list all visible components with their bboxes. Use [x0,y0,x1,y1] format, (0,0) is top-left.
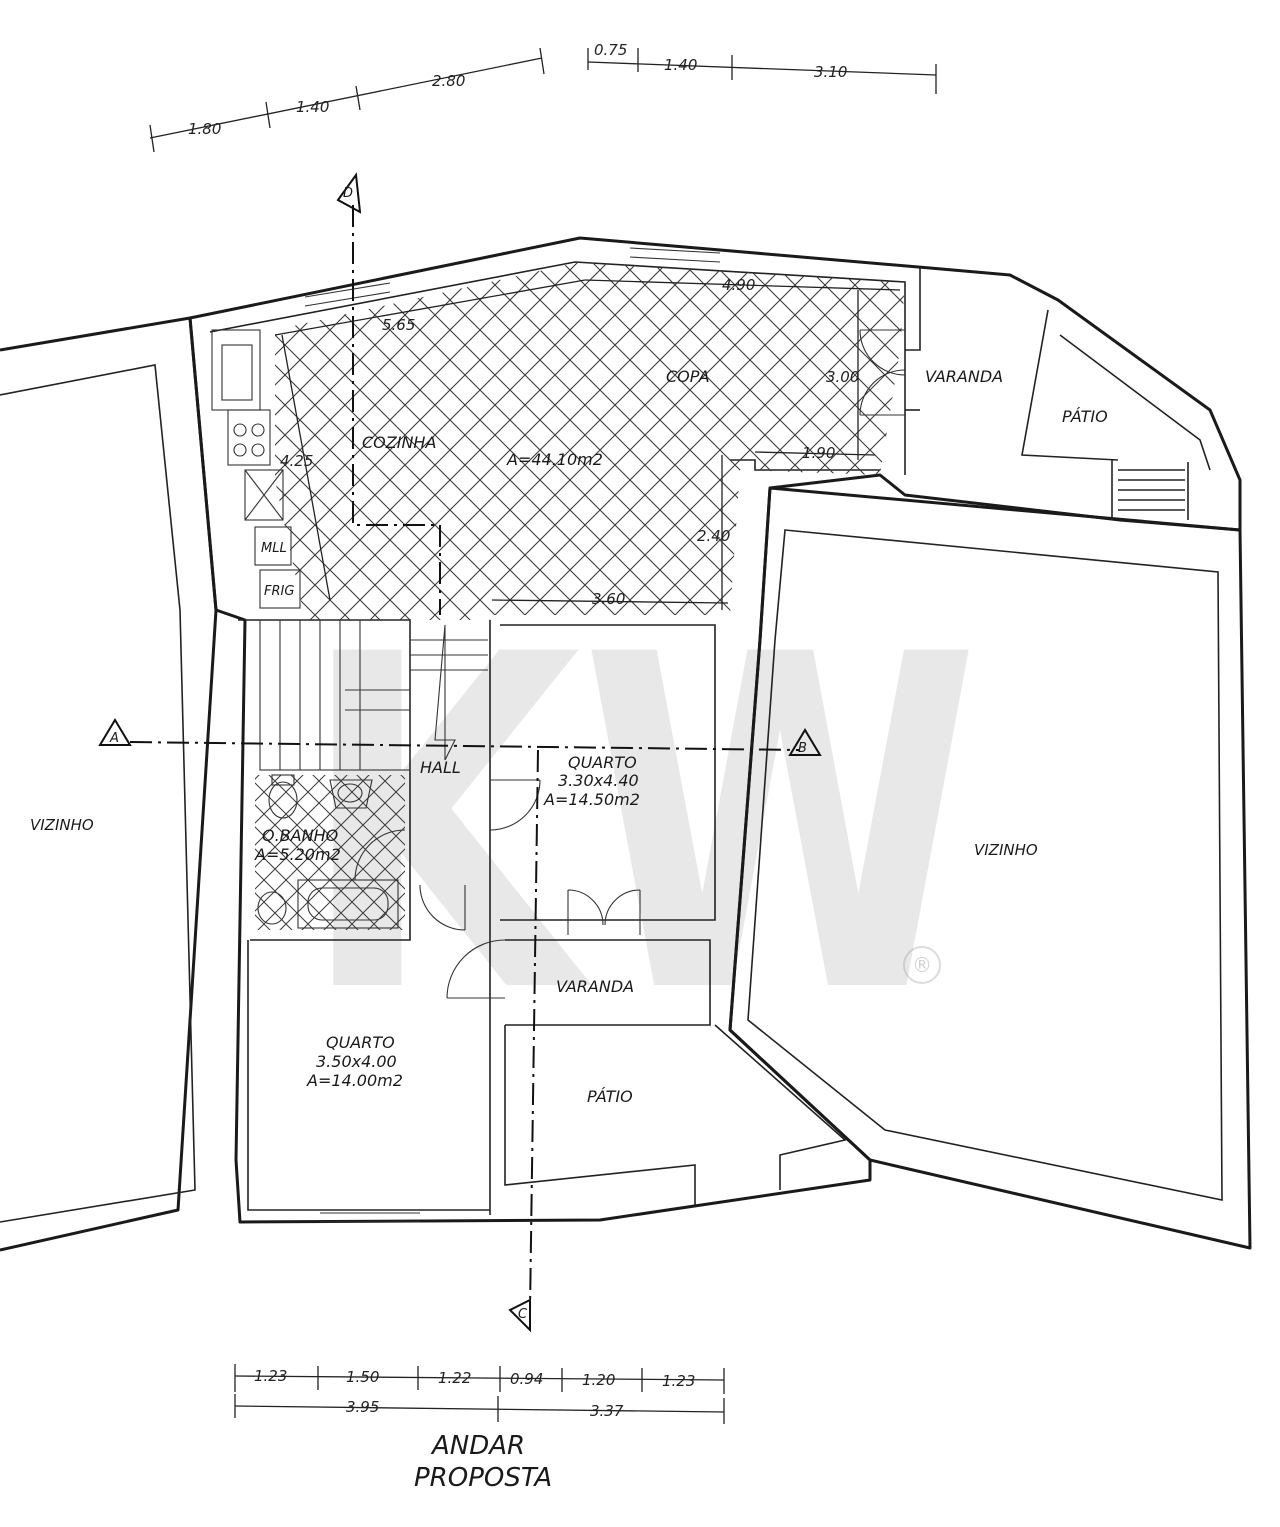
svg-text:®: ® [912,953,932,977]
title-line1: ANDAR [430,1431,525,1461]
dim-top-left-2: 2.80 [432,72,465,90]
room-copa-area: A=44.10m2 [506,450,603,469]
svg-text:B: B [798,741,807,756]
dim-bottom-0: 1.23 [254,1367,287,1385]
room-quarto-right-dims: 3.30x4.40 [558,771,639,790]
svg-text:C: C [518,1307,528,1322]
doors [354,329,906,999]
dim-490: 4.90 [722,276,755,294]
room-quarto-right-area: A=14.50m2 [543,790,640,809]
room-cozinha: COZINHA [362,433,436,452]
room-vizinho-right: VIZINHO [974,841,1038,859]
section-marker-c: C [508,1298,531,1333]
neighbour-left [0,316,218,1252]
dim-300: 3.00 [826,368,859,386]
dim-top-left-0: 1.80 [188,120,221,138]
room-quarto-left: QUARTO [326,1033,395,1052]
room-banho: Q.BANHO [262,826,338,845]
dim-top-right-1: 1.40 [664,56,697,74]
room-patio-top: PÁTIO [1062,407,1108,426]
dim-425: 4.25 [280,452,313,470]
plan-title: ANDAR PROPOSTA [414,1431,552,1493]
dim-bottom-5: 1.23 [662,1372,695,1390]
room-patio-bottom: PÁTIO [587,1087,633,1106]
room-quarto-left-dims: 3.50x4.00 [316,1052,397,1071]
svg-text:A: A [109,731,119,746]
fixture-mll: MLL [261,541,287,556]
dim-360: 3.60 [592,590,625,608]
dim-bottom-1: 1.50 [346,1368,379,1386]
dim-bottom-total-0: 3.95 [346,1398,379,1416]
room-varanda-top: VARANDA [925,367,1003,386]
room-quarto-left-area: A=14.00m2 [306,1071,403,1090]
dim-top-left-1: 1.40 [296,98,329,116]
section-marker-d: D [336,172,362,214]
dim-190: 1.90 [802,444,835,462]
dim-bottom-total-1: 3.37 [590,1402,624,1420]
dim-bottom-3: 0.94 [510,1370,543,1388]
stairs [259,619,488,771]
title-line2: PROPOSTA [414,1463,552,1493]
svg-text:D: D [343,186,353,201]
fixture-frig: FRIG [264,584,294,599]
bathroom-fixtures [257,774,399,929]
room-labels: COZINHA COPA A=44.10m2 VARANDA PÁTIO MLL… [30,367,1108,1106]
room-copa: COPA [666,367,710,386]
section-marker-b: B [788,728,822,756]
dim-top-right-0: 0.75 [594,41,627,59]
room-vizinho-left: VIZINHO [30,816,94,834]
watermark: KW ® [300,559,980,1094]
inner-dimensions: 5.65 4.90 3.00 1.90 4.25 2.40 3.60 [274,276,901,610]
windows [304,247,721,1223]
bottom-dimension-row1: 1.23 1.50 1.22 0.94 1.20 1.23 [234,1364,725,1394]
dim-240: 2.40 [697,527,730,545]
kitchen-fixtures [211,329,301,609]
room-banho-area: A=5.20m2 [254,845,341,864]
room-hall: HALL [420,758,461,777]
bottom-dimension-row2: 3.95 3.37 [234,1394,725,1424]
section-axes [129,205,801,1311]
top-dimension-left: 1.80 1.40 2.80 [149,47,545,153]
dim-bottom-2: 1.22 [438,1369,471,1387]
dim-top-right-2: 3.10 [814,63,847,81]
dim-565: 5.65 [382,316,415,334]
svg-text:KW: KW [300,559,980,1094]
room-varanda-mid: VARANDA [556,977,634,996]
dim-bottom-4: 1.20 [582,1371,615,1389]
section-marker-a: A [98,718,132,746]
room-quarto-right: QUARTO [568,753,637,772]
top-dimension-right: 0.75 1.40 3.10 [587,41,937,94]
